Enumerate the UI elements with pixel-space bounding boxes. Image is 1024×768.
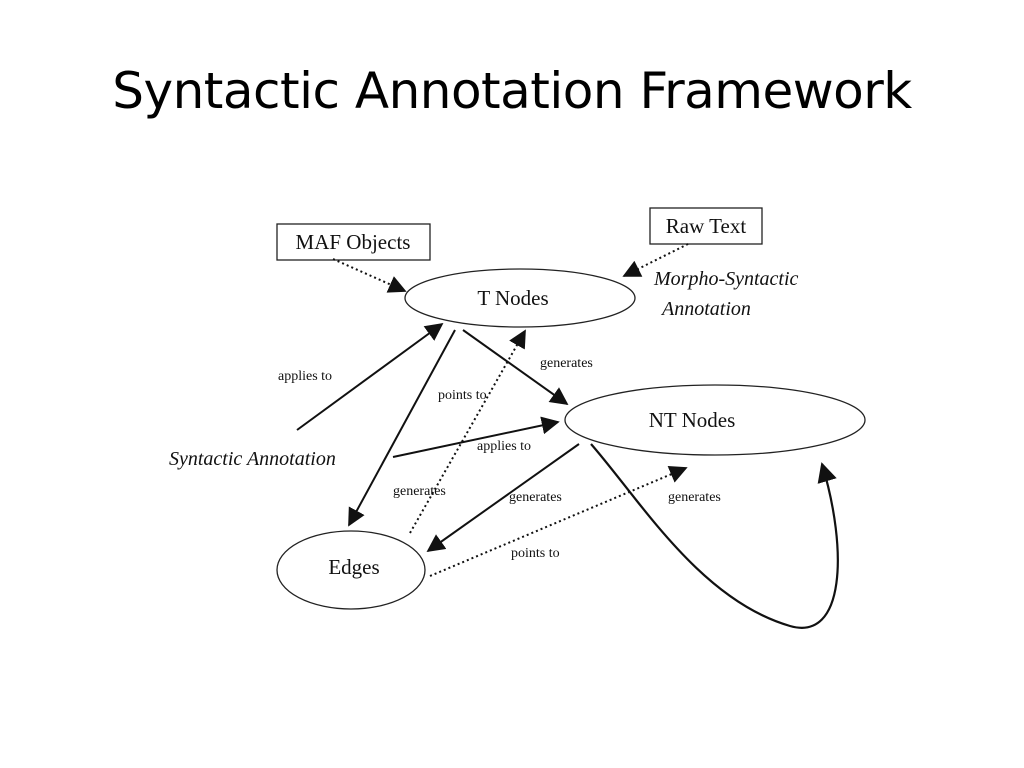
edge-label-generates-3: generates (509, 490, 562, 505)
edge-label-applies-to-2: applies to (477, 439, 531, 454)
rawtext-to-tnodes-arrow (622, 243, 689, 277)
maf-objects-label: MAF Objects (296, 230, 411, 254)
edge-label-generates-4: generates (668, 490, 721, 505)
morpho-annotation-label: Annotation (660, 298, 751, 320)
ntnodes-self-loop-arrow (590, 443, 839, 629)
synann-appliesto-ntnodes-arrow (392, 416, 560, 458)
tnodes-generates-edges-arrow (348, 329, 456, 527)
tnodes-generates-ntnodes-arrow (462, 329, 569, 406)
edges-pointsto-ntnodes-arrow (429, 466, 688, 577)
edges-pointsto-tnodes-arrow (409, 329, 526, 534)
t-nodes-node (404, 268, 636, 328)
raw-text-label: Raw Text (666, 214, 747, 238)
edges-label: Edges (328, 555, 379, 579)
edge-label-generates-1: generates (540, 356, 593, 371)
maf-to-tnodes-arrow (332, 258, 407, 293)
maf-objects-box (276, 223, 431, 261)
nt-nodes-node (564, 384, 866, 456)
edge-label-applies-to-1: applies to (278, 369, 332, 384)
edge-label-points-to-2: points to (511, 546, 560, 561)
morpho-syntactic-label: Morpho-Syntactic (653, 268, 799, 290)
ntnodes-generates-edges-arrow (426, 443, 580, 553)
edges-node (276, 530, 426, 610)
raw-text-box (649, 207, 763, 245)
synann-appliesto-tnodes-arrow (296, 322, 444, 431)
edge-label-generates-2: generates (393, 484, 446, 499)
slide-title: Syntactic Annotation Framework (112, 62, 912, 120)
t-nodes-label: T Nodes (477, 286, 548, 310)
edge-label-points-to-1: points to (438, 388, 487, 403)
nt-nodes-label: NT Nodes (649, 408, 736, 432)
syntactic-annotation-label: Syntactic Annotation (169, 448, 336, 470)
